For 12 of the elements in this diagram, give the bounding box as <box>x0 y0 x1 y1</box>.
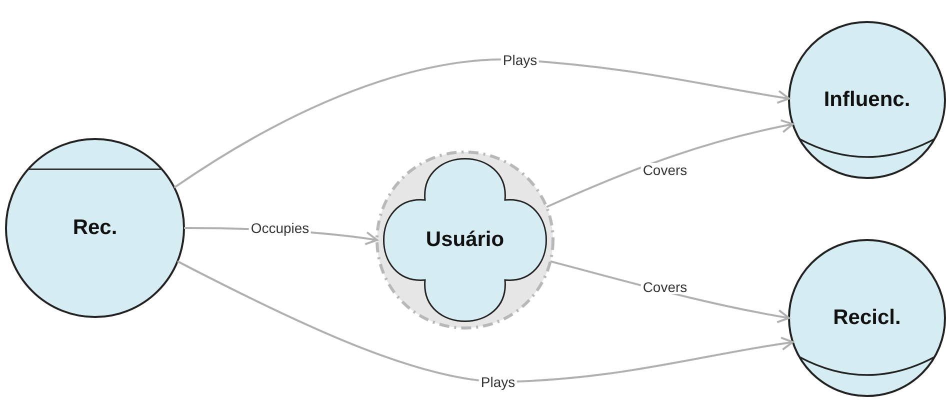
edge-label: Occupies <box>248 221 312 235</box>
arrow <box>177 260 794 383</box>
edge-label: Covers <box>640 163 690 177</box>
node-label: Rec. <box>72 215 118 242</box>
arrow <box>174 58 790 188</box>
node-label: Recicl. <box>833 305 901 332</box>
arrow <box>546 119 794 208</box>
edge-label: Covers <box>640 280 690 294</box>
edge-label: Plays <box>500 53 540 67</box>
node-label: Usuário <box>426 227 504 254</box>
edge-label: Plays <box>478 375 518 389</box>
node-label: Influenc. <box>824 87 910 114</box>
